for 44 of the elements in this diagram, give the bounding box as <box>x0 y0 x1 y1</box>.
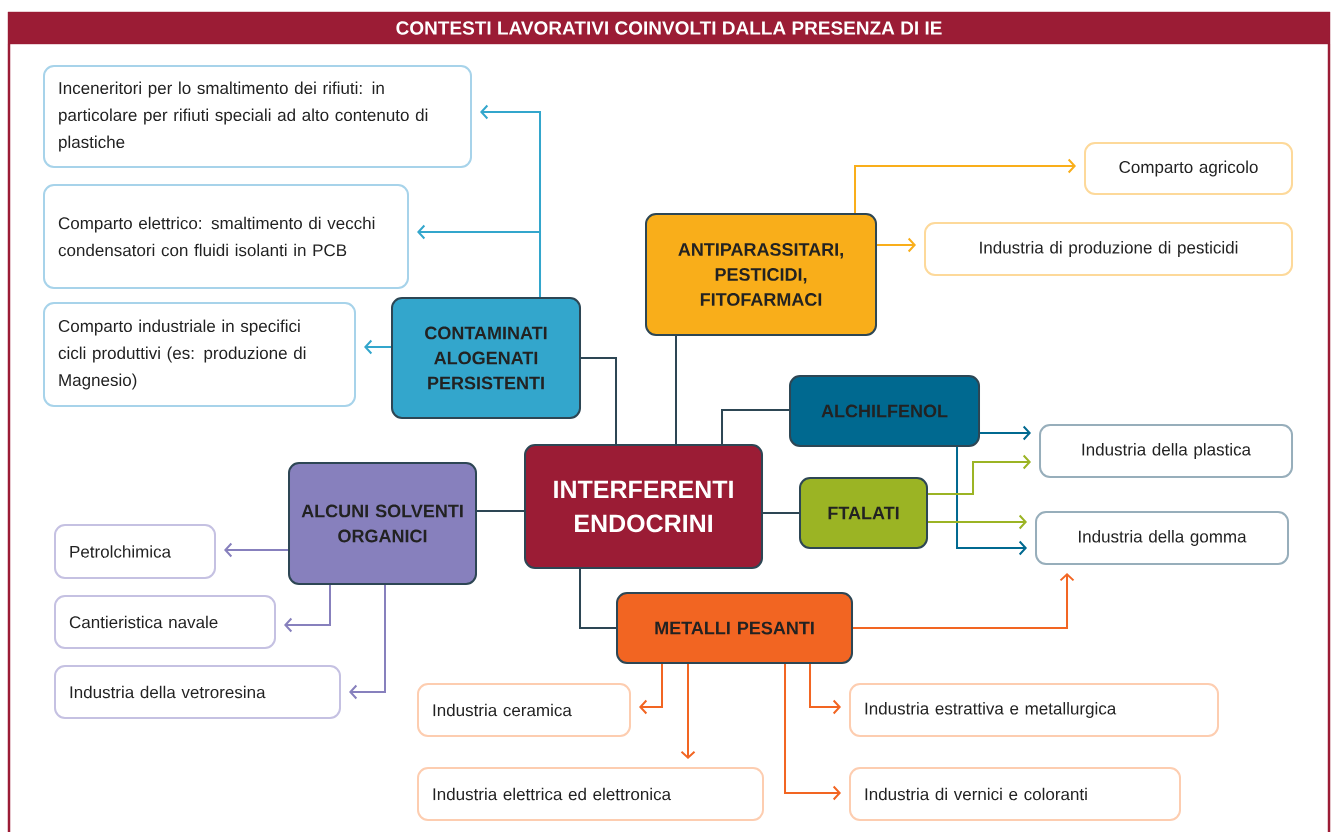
connector-line <box>580 357 617 445</box>
title-banner: CONTESTI LAVORATIVI COINVOLTI DALLA PRESENZA DI IE <box>7 11 1331 45</box>
connector-line <box>579 568 617 629</box>
sector-box: Comparto agricolo <box>1084 142 1293 195</box>
sector-box: Comparto industriale in specifici cicli produttivi (es: produzione di Magnesio) <box>43 302 356 407</box>
category-box: ALCHILFENOL <box>789 375 980 447</box>
sector-box: Petrolchimica <box>54 524 216 579</box>
arrow <box>876 237 916 253</box>
sector-box: Inceneritori per lo smaltimento dei rifiuti: in particolare per rifiuti speciali ad alto contenuto di plastiche <box>43 65 472 168</box>
arrow <box>224 542 289 558</box>
category-box: CONTAMINATI ALOGENATI PERSISTENTI <box>391 297 581 419</box>
arrow <box>284 584 331 633</box>
sector-box: Industria di produzione di pesticidi <box>924 222 1293 276</box>
connector-line <box>675 335 677 445</box>
sector-box: Comparto elettrico: smaltimento di vecchi condensatori con fluidi isolanti in PCB <box>43 184 409 289</box>
connector-line <box>476 510 525 512</box>
arrow <box>809 663 841 715</box>
arrow <box>852 573 1075 629</box>
category-box: METALLI PESANTI <box>616 592 853 664</box>
arrow <box>417 224 541 298</box>
arrow <box>349 584 386 700</box>
connector-line <box>721 409 790 445</box>
sector-box: Industria della vetroresina <box>54 665 341 719</box>
sector-box: Industria della gomma <box>1035 511 1289 565</box>
sector-box: Industria di vernici e coloranti <box>849 767 1181 821</box>
category-box: ANTIPARASSITARI, PESTICIDI, FITOFARMACI <box>645 213 877 336</box>
connector-line <box>762 512 800 514</box>
arrow <box>854 158 1076 214</box>
arrow <box>927 514 1028 530</box>
category-box: ALCUNI SOLVENTI ORGANICI <box>288 462 477 585</box>
arrow <box>680 663 696 759</box>
category-box: FTALATI <box>799 477 928 549</box>
sector-box: Industria ceramica <box>417 683 631 737</box>
arrow <box>927 454 1031 495</box>
main-topic-box: INTERFERENTI ENDOCRINI <box>524 444 763 569</box>
sector-box: Industria elettrica ed elettronica <box>417 767 764 821</box>
sector-box: Industria della plastica <box>1039 424 1293 478</box>
arrow <box>956 446 1028 556</box>
arrow <box>979 425 1031 441</box>
sector-box: Cantieristica navale <box>54 595 276 649</box>
sector-box: Industria estrattiva e metallurgica <box>849 683 1219 737</box>
arrow <box>364 339 392 355</box>
arrow <box>784 663 841 801</box>
arrow <box>639 663 663 715</box>
